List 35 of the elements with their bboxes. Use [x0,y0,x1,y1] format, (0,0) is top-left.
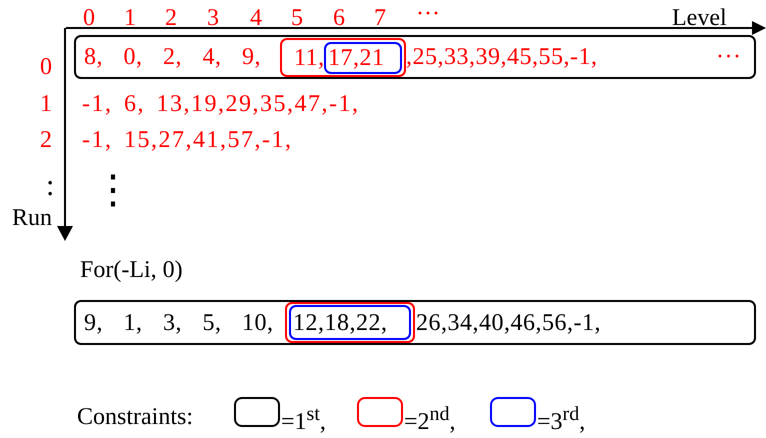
number-sequence: 8, 0, 2, 4, 9, [84,43,261,71]
column-index: 1 [124,4,136,32]
ellipsis-text: 11, [294,44,325,72]
column-index: 0 [83,4,95,32]
constraint-box [74,300,756,345]
number-sequence: 17,21 [328,44,384,72]
legend-text: =3$^{rd}$, [537,402,586,436]
row-index: 2 [40,126,52,154]
number-sequence: 9, 1, 3, 5, 10, [84,308,274,336]
heading-text: For(-Li, 0) [80,256,183,284]
column-index: 2 [165,4,177,32]
number-sequence: 12,18,22, [293,308,388,336]
column-index: 4 [250,4,262,32]
legend-title: Constraints: [77,402,194,432]
column-index: 5 [291,4,303,32]
legend-text: =1$^{st}$, [281,402,326,436]
column-index: 6 [333,4,345,32]
number-sequence: 26,34,40,46,56,-1, [416,308,601,336]
constraint-box [280,38,406,77]
row-index: 1 [40,90,52,118]
vertical-dots: ⋮ [93,166,133,214]
axis-label: Level [672,4,727,32]
vertical-dots: : [46,168,54,204]
column-index: 3 [207,4,219,32]
row-index: 0 [40,52,52,82]
ellipsis-text: ··· [416,0,440,28]
legend-text: =2$^{nd}$, [404,402,456,436]
column-index: 7 [374,4,386,32]
axis-label: Run [12,204,52,232]
constraint-box [74,35,756,79]
number-sequence: -1, 15,27,41,57,-1, [82,126,292,154]
constraint-box [324,42,402,74]
number-sequence: -1, 6, 13,19,29,35,47,-1, [82,90,360,118]
ellipsis-text: ··· [716,43,742,71]
number-sequence: ,25,33,39,45,55,-1, [406,43,598,71]
